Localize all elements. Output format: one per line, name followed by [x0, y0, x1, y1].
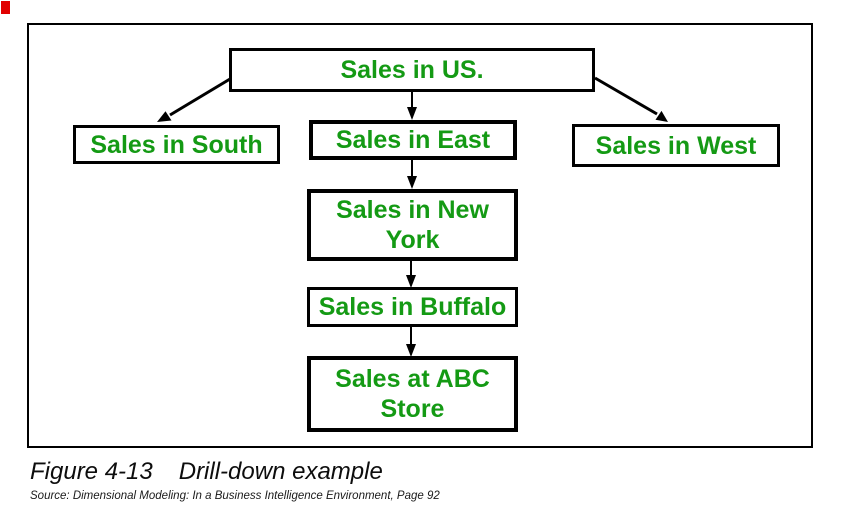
- figure-source: Source: Dimensional Modeling: In a Busin…: [30, 490, 440, 502]
- node-sales-in-us: Sales in US.: [229, 48, 595, 92]
- node-sales-in-west: Sales in West: [572, 124, 780, 167]
- node-sales-at-abc-store: Sales at ABC Store: [307, 356, 518, 432]
- node-label: Sales in West: [595, 131, 757, 160]
- node-sales-in-east: Sales in East: [309, 120, 517, 160]
- node-sales-in-new-york: Sales in New York: [307, 189, 518, 261]
- node-sales-in-south: Sales in South: [73, 125, 280, 164]
- red-corner-mark: [1, 1, 10, 14]
- figure-caption: Figure 4-13 Drill-down example: [30, 458, 383, 486]
- figure-caption-title: Drill-down example: [178, 458, 383, 485]
- node-label: Sales in New York: [336, 196, 489, 254]
- node-sales-in-buffalo: Sales in Buffalo: [307, 287, 518, 327]
- node-label: Sales in US.: [340, 56, 484, 84]
- node-label: Sales at ABC Store: [335, 365, 490, 423]
- node-label: Sales in Buffalo: [318, 293, 507, 321]
- figure-caption-number: Figure 4-13: [30, 458, 153, 485]
- node-label: Sales in South: [90, 130, 263, 159]
- node-label: Sales in East: [335, 126, 491, 154]
